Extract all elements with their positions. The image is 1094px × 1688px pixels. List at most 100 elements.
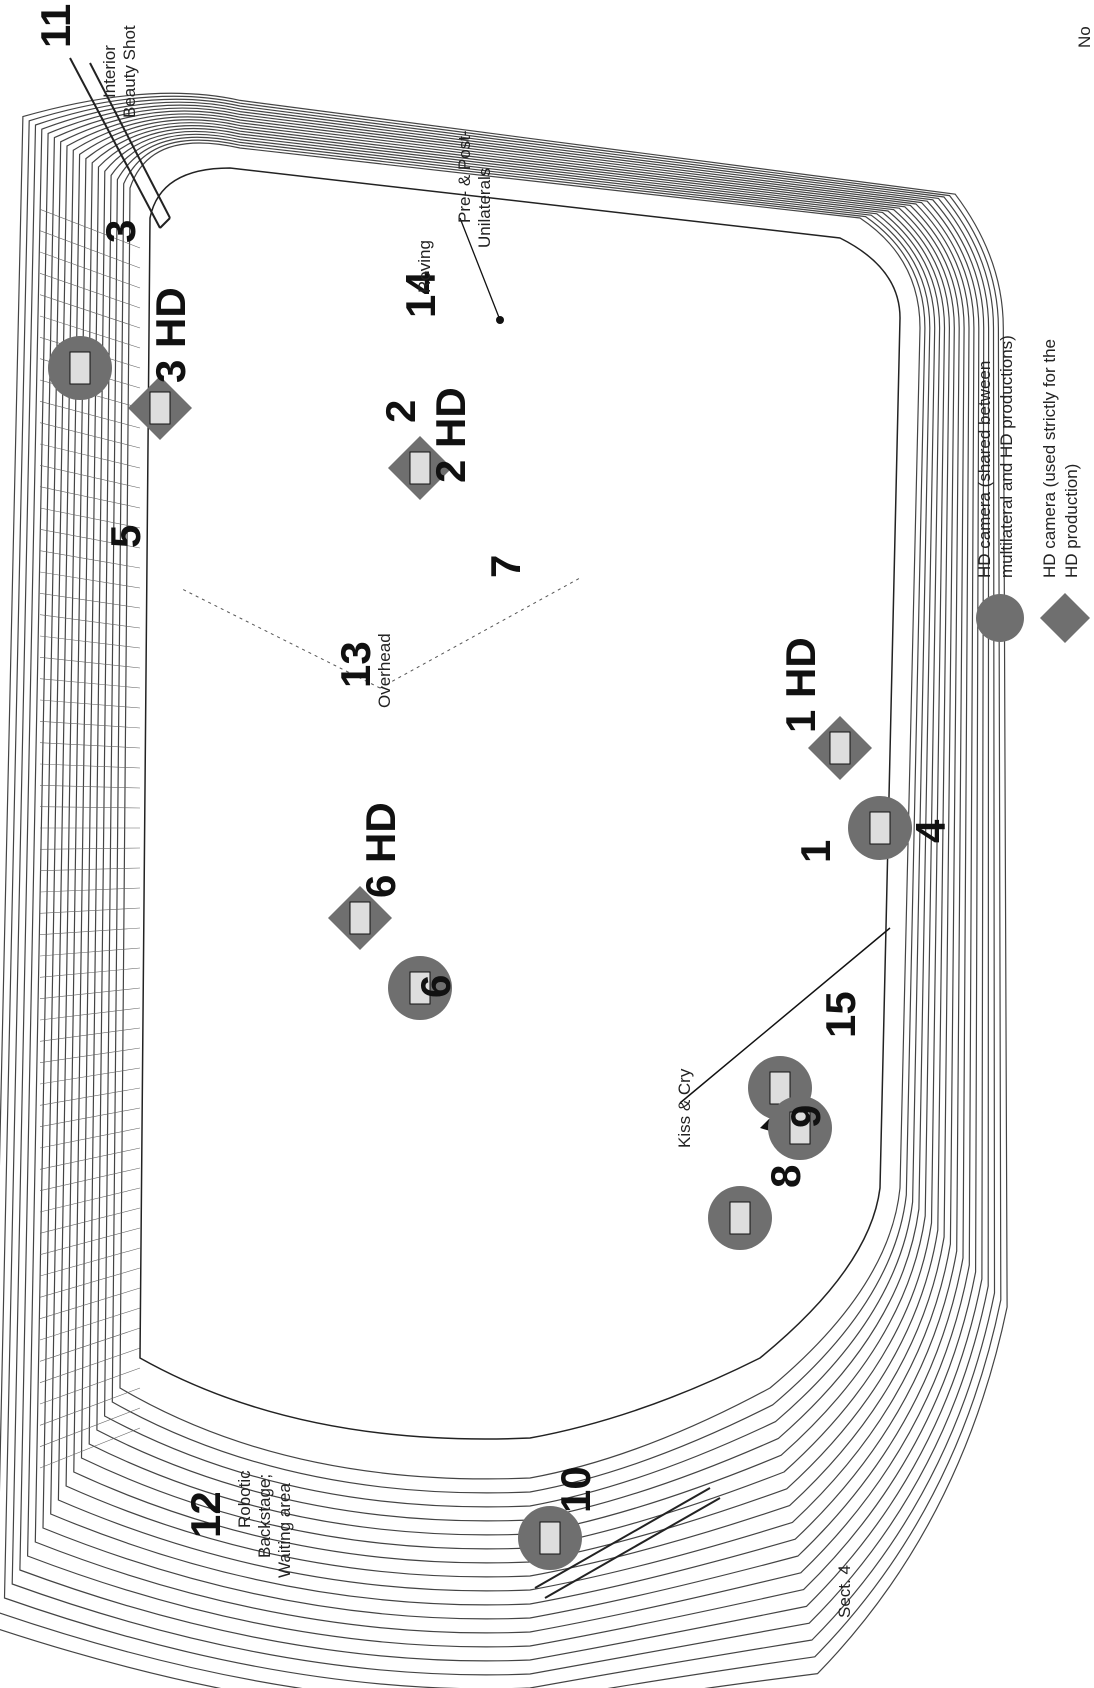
camera-15-label: 15	[817, 991, 864, 1038]
arena-seating	[0, 92, 1008, 1688]
stair-line	[39, 1287, 141, 1319]
legend-diamond-line2: HD production)	[1062, 464, 1081, 578]
seating-tier-line	[73, 125, 951, 1564]
stair-line	[39, 927, 141, 935]
camera-5-label: 5	[102, 525, 149, 548]
roving-label: Roving	[415, 240, 434, 293]
stair-line	[39, 987, 141, 999]
camera-12-label: 12	[182, 1491, 229, 1538]
seating-tier-line	[0, 92, 1008, 1688]
backstage-label: Backstage;	[255, 1474, 274, 1558]
stair-line	[39, 1167, 141, 1191]
stair-line	[39, 230, 141, 269]
stair-line	[39, 657, 141, 669]
stair-line	[39, 1427, 141, 1469]
seating-tier-line	[0, 95, 1002, 1688]
stair-line	[39, 1027, 141, 1042]
stair-line	[39, 1367, 141, 1405]
unilaterals-label: Unilaterals	[475, 168, 494, 248]
seating-tier-line	[88, 130, 941, 1536]
stair-line	[39, 887, 141, 893]
seating-tier-line	[111, 139, 926, 1494]
stair-line	[39, 315, 141, 349]
stair-line	[39, 1387, 141, 1426]
stair-line	[39, 1407, 141, 1447]
stair-line	[39, 1347, 141, 1383]
jib-crane-10	[534, 1487, 721, 1599]
stair-line	[39, 1327, 141, 1362]
overhead-cone-line	[379, 577, 581, 689]
stair-line	[39, 486, 141, 509]
stair-line	[39, 294, 141, 329]
seating-tier-line	[50, 116, 965, 1606]
stair-line	[39, 1147, 141, 1170]
camera-11-label: 11	[32, 4, 79, 48]
stair-line	[39, 785, 141, 789]
stair-line	[39, 678, 141, 689]
stair-line	[39, 1207, 141, 1234]
camera-markers	[48, 336, 912, 1570]
stair-line	[39, 1227, 141, 1255]
stair-line	[39, 422, 141, 449]
overhead-label: Overhead	[375, 633, 394, 708]
stair-line	[39, 1187, 141, 1213]
pre-post-pointer	[459, 217, 501, 321]
camera-8-label: 8	[762, 1165, 809, 1188]
stair-line	[39, 635, 141, 649]
stair-line	[39, 209, 141, 249]
waiting-area-label: Waiting area	[275, 1483, 294, 1578]
stair-line	[39, 1267, 141, 1298]
stair-line	[39, 847, 141, 850]
pre-post-dot	[496, 316, 504, 324]
stair-line	[39, 251, 141, 289]
camera-icon	[69, 351, 91, 385]
stair-line	[39, 614, 141, 629]
seating-tier-line	[103, 136, 931, 1508]
stair-line	[39, 273, 141, 309]
kiss-cry-label: Kiss & Cry	[675, 1068, 694, 1148]
camera-icon	[409, 971, 431, 1005]
camera-2hd-label: 2 HD	[427, 387, 474, 483]
stair-line	[39, 1107, 141, 1127]
stair-line	[39, 763, 141, 769]
stair-line	[39, 1047, 141, 1063]
stair-line	[39, 867, 141, 871]
seating-tier-line	[96, 133, 936, 1522]
stair-line	[39, 967, 141, 978]
interior-label: Interior	[100, 45, 119, 98]
seating-tier-line	[34, 110, 975, 1634]
stair-line	[39, 1067, 141, 1085]
stair-line	[39, 947, 141, 957]
camera-6-label: 6	[412, 975, 459, 998]
corner-fragment-label: No	[1075, 26, 1094, 48]
camera-icon	[789, 1111, 811, 1145]
stair-line	[39, 593, 141, 609]
camera-6hd-label: 6 HD	[357, 802, 404, 898]
stair-line	[39, 507, 141, 529]
kiss-cry-arrow	[679, 927, 891, 1104]
stair-line	[39, 550, 141, 569]
legend-circle-line2: multilateral and HD productions)	[997, 335, 1016, 578]
camera-icon	[869, 811, 891, 845]
legend-diamond-line1: HD camera (used strictly for the	[1040, 339, 1059, 578]
stair-line	[39, 1127, 141, 1149]
camera-2-label: 2	[377, 400, 424, 423]
stair-line	[39, 529, 141, 549]
sect4-label: Sect. 4	[835, 1565, 854, 1618]
camera-icon	[829, 731, 851, 765]
camera-4-label: 4	[907, 819, 954, 843]
camera-icon	[349, 901, 371, 935]
seating-tier-line	[26, 107, 980, 1648]
seating-tier-line	[42, 113, 970, 1620]
camera-1hd-label: 1 HD	[777, 637, 824, 733]
camera-icon	[409, 451, 431, 485]
seating-tier-line	[80, 128, 946, 1550]
camera-14-label: 14	[397, 271, 444, 318]
pre-post-label: Pre- & Post-	[455, 130, 474, 223]
stair-line	[39, 443, 141, 469]
stair-line	[39, 1307, 141, 1341]
camera-icon	[539, 1521, 561, 1555]
